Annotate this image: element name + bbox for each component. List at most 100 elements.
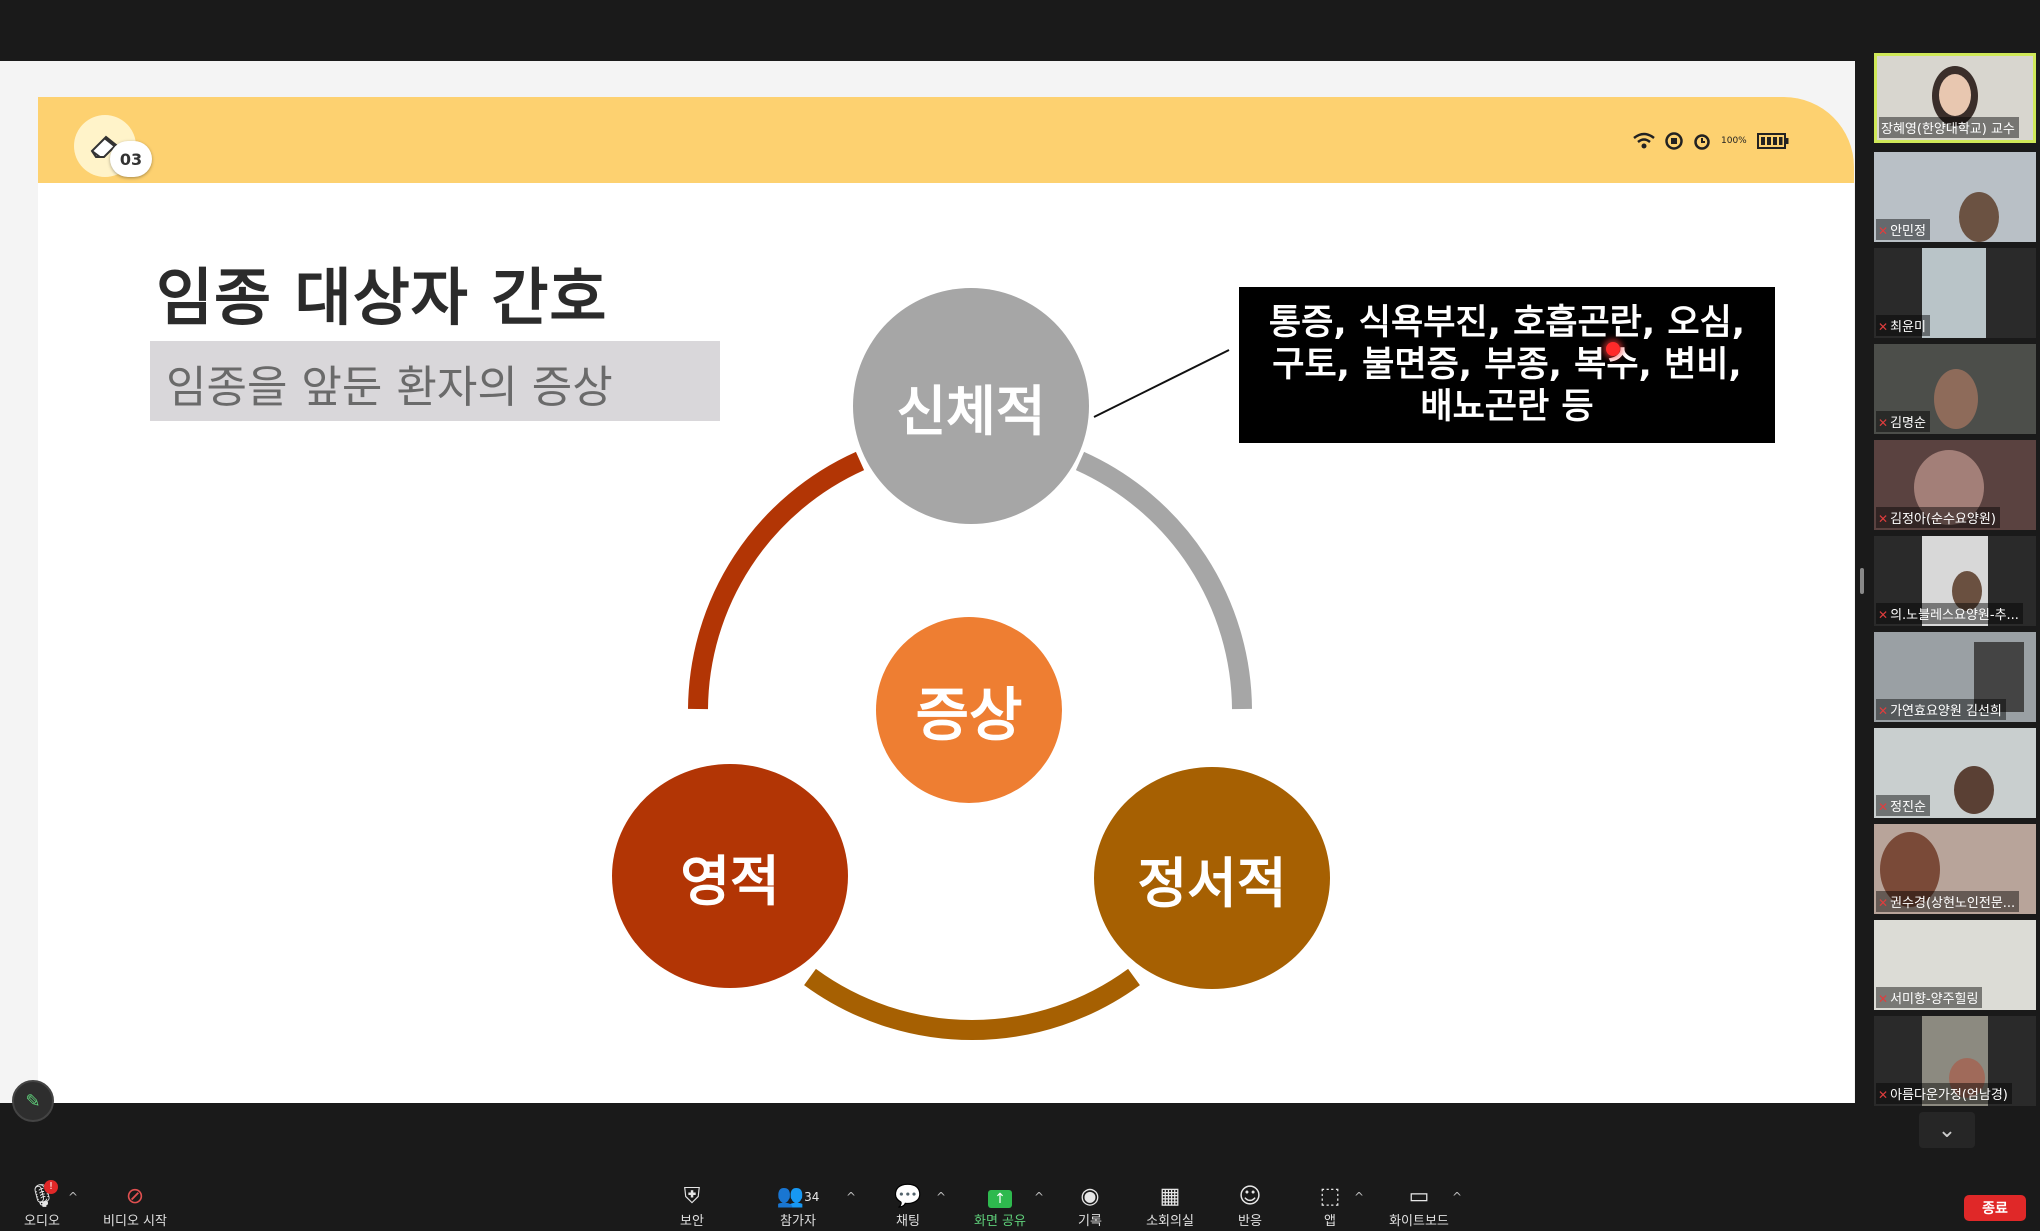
callout-connector xyxy=(1093,349,1230,418)
participant-name: ✕가연효요양원 김선희 xyxy=(1876,699,2006,720)
participant-video xyxy=(1949,1058,1985,1098)
apps-button[interactable]: ⬚ 앱 xyxy=(1318,1184,1342,1229)
chat-label: 채팅 xyxy=(896,1214,920,1229)
whiteboard-icon: ▭ xyxy=(1408,1184,1430,1209)
reactions-label: 반응 xyxy=(1238,1214,1262,1229)
participants-icon: 👥34 xyxy=(776,1184,820,1209)
participant-video xyxy=(1954,766,1994,814)
muted-mic-icon: ✕ xyxy=(1878,704,1889,718)
page-number-badge: 03 xyxy=(110,141,152,177)
shield-icon: ⛨ xyxy=(683,1184,701,1209)
muted-mic-icon: ✕ xyxy=(1878,896,1889,910)
audio-button[interactable]: 🎙 ! 오디오 xyxy=(20,1180,64,1229)
video-off-icon: ⊘ xyxy=(125,1184,145,1209)
node-symptoms: 증상 xyxy=(876,617,1062,803)
chevron-down-icon: ⌄ xyxy=(1937,1117,1957,1143)
security-label: 보안 xyxy=(680,1214,704,1229)
participant-name: ✕김정아(순수요양원) xyxy=(1876,507,2000,528)
muted-mic-icon: ✕ xyxy=(1878,224,1889,238)
callout-line-3: 배뇨곤란 등 xyxy=(1420,387,1594,427)
participant-tile[interactable]: ✕아름다운가정(엄남경) xyxy=(1874,1016,2036,1106)
share-options-caret[interactable]: ^ xyxy=(1034,1190,1045,1204)
participant-video xyxy=(1952,571,1982,611)
participant-video xyxy=(1914,450,1984,525)
participant-tile[interactable]: ✕가연효요양원 김선희 xyxy=(1874,632,2036,722)
participant-video xyxy=(1939,74,1971,116)
participant-tile[interactable]: ✕안민정 xyxy=(1874,152,2036,242)
participant-tile[interactable]: 장혜영(한양대학교) 교수 xyxy=(1874,53,2036,143)
share-screen-button[interactable]: ↑ 화면 공유 xyxy=(970,1184,1030,1229)
battery-icon xyxy=(1756,133,1789,149)
eraser-icon xyxy=(90,135,118,158)
participants-options-caret[interactable]: ^ xyxy=(846,1190,857,1204)
participant-name: ✕아름다운가정(엄남경) xyxy=(1876,1083,2012,1104)
muted-mic-icon: ✕ xyxy=(1878,416,1889,430)
record-icon: ◉ xyxy=(1080,1184,1100,1209)
apps-options-caret[interactable]: ^ xyxy=(1354,1190,1365,1204)
audio-options-caret[interactable]: ^ xyxy=(68,1190,79,1204)
splitter-handle[interactable] xyxy=(1860,568,1864,594)
participant-tile[interactable]: ✕김명순 xyxy=(1874,344,2036,434)
participants-count: 34 xyxy=(804,1190,820,1204)
annotate-pencil-button[interactable]: ✎ xyxy=(12,1080,54,1122)
node-spiritual: 영적 xyxy=(612,764,848,988)
participant-name: ✕최윤미 xyxy=(1876,315,1930,336)
muted-mic-icon: ✕ xyxy=(1878,1088,1889,1102)
security-button[interactable]: ⛨ 보안 xyxy=(670,1184,714,1229)
participant-tile[interactable]: ✕서미향-양주힐링 xyxy=(1874,920,2036,1010)
arc-left-top xyxy=(688,451,865,710)
alarm-icon xyxy=(1694,134,1710,150)
participant-name: ✕안민정 xyxy=(1876,219,1930,240)
whiteboard-button[interactable]: ▭ 화이트보드 xyxy=(1386,1184,1452,1229)
apps-icon: ⬚ xyxy=(1319,1184,1341,1209)
participant-name: ✕서미향-양주힐링 xyxy=(1876,987,1983,1008)
audio-warning-badge: ! xyxy=(44,1180,58,1194)
meeting-toolbar: 🎙 ! 오디오 ^ ⊘ 비디오 시작 ⛨ 보안 👥34 참가자 ^ 💬 채팅 ^… xyxy=(0,1162,2040,1231)
participant-tile[interactable]: ✕정진순 xyxy=(1874,728,2036,818)
record-button[interactable]: ◉ 기록 xyxy=(1070,1184,1110,1229)
participants-scroll-down-button[interactable]: ⌄ xyxy=(1919,1112,1975,1148)
slide-banner: 100% xyxy=(38,97,1854,183)
chat-options-caret[interactable]: ^ xyxy=(936,1190,947,1204)
participant-video xyxy=(1974,642,2024,712)
muted-mic-icon: ✕ xyxy=(1878,608,1889,622)
record-label: 기록 xyxy=(1078,1214,1102,1229)
smiley-icon: ☺ xyxy=(1238,1184,1262,1209)
arc-bottom xyxy=(804,968,1140,1041)
callout-line-1: 통증, 식욕부진, 호흡곤란, 오심, xyxy=(1268,303,1746,343)
node-emotional: 정서적 xyxy=(1094,767,1330,989)
participant-tile[interactable]: ✕최윤미 xyxy=(1874,248,2036,338)
muted-mic-icon: ✕ xyxy=(1878,512,1889,526)
participant-name: ✕김명순 xyxy=(1876,411,1930,432)
breakout-rooms-button[interactable]: ▦ 소회의실 xyxy=(1142,1184,1198,1229)
video-label: 비디오 시작 xyxy=(103,1214,167,1229)
laser-pointer xyxy=(1606,342,1620,356)
participant-tile[interactable]: ✕김정아(순수요양원) xyxy=(1874,440,2036,530)
participants-button[interactable]: 👥34 참가자 xyxy=(770,1184,826,1229)
symptom-callout: 통증, 식욕부진, 호흡곤란, 오심, 구토, 불면증, 부종, 복수, 변비,… xyxy=(1239,287,1775,443)
whiteboard-options-caret[interactable]: ^ xyxy=(1452,1190,1463,1204)
record-icon xyxy=(1665,132,1683,150)
shared-screen: 100% 임종 대상자 간호 임종을 앞둔 환자의 증상 신체적 증상 영적 정… xyxy=(0,61,1855,1103)
apps-label: 앱 xyxy=(1324,1214,1336,1229)
audio-label: 오디오 xyxy=(24,1214,60,1229)
participants-label: 참가자 xyxy=(780,1214,816,1229)
muted-mic-icon: ✕ xyxy=(1878,800,1889,814)
chat-button[interactable]: 💬 채팅 xyxy=(888,1184,928,1229)
participant-tile[interactable]: ✕권수경(상현노인전문... xyxy=(1874,824,2036,914)
status-icons: 100% xyxy=(1633,132,1789,150)
participant-video xyxy=(1880,832,1940,907)
start-video-button[interactable]: ⊘ 비디오 시작 xyxy=(98,1184,172,1229)
end-meeting-button[interactable]: 종료 xyxy=(1964,1195,2026,1221)
subtitle-box: 임종을 앞둔 환자의 증상 xyxy=(150,341,720,421)
callout-line-2: 구토, 불면증, 부종, 복수, 변비, xyxy=(1272,345,1742,385)
slide-subtitle: 임종을 앞둔 환자의 증상 xyxy=(166,362,613,413)
participant-tile[interactable]: ✕의.노블레스요양원-추... xyxy=(1874,536,2036,626)
node-physical: 신체적 xyxy=(853,288,1089,524)
cycle-diagram xyxy=(688,349,1252,1041)
pencil-icon: ✎ xyxy=(25,1090,41,1112)
slide-title: 임종 대상자 간호 xyxy=(156,261,608,334)
participant-video xyxy=(1959,192,1999,242)
reactions-button[interactable]: ☺ 반응 xyxy=(1230,1184,1270,1229)
participant-name: ✕정진순 xyxy=(1876,795,1930,816)
